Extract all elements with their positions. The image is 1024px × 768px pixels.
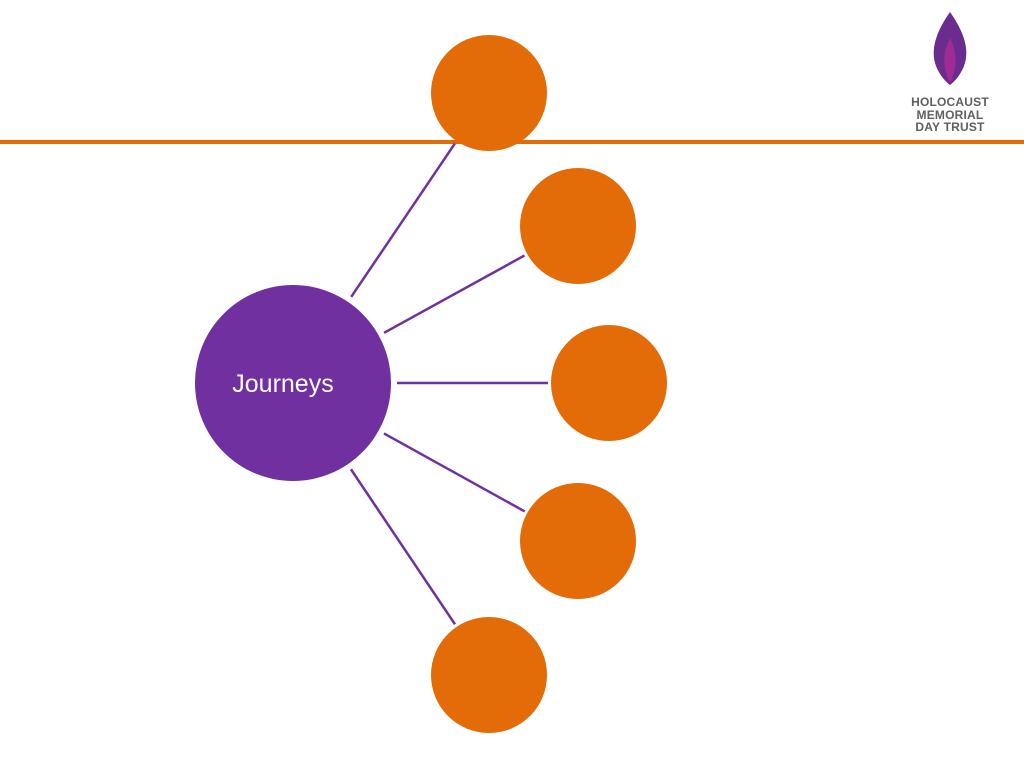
connectors [349, 142, 548, 626]
logo-wordmark: HOLOCAUST MEMORIAL DAY TRUST [896, 96, 1004, 134]
connector-line-5 [349, 468, 457, 626]
candle-flame-icon [933, 12, 967, 85]
satellite-node-5 [431, 617, 547, 733]
satellite-node-1 [431, 35, 547, 151]
satellite-nodes [431, 35, 667, 733]
satellite-node-4 [520, 483, 636, 599]
satellite-node-3 [551, 325, 667, 441]
satellite-node-2 [520, 168, 636, 284]
logo: HOLOCAUST MEMORIAL DAY TRUST [896, 10, 1004, 138]
connector-line-1 [350, 142, 456, 298]
hub-label: Journeys [232, 370, 333, 398]
connector-line-4 [383, 432, 526, 513]
logo-line-1: HOLOCAUST [911, 95, 989, 109]
hub-group: Journeys [195, 285, 391, 481]
hub-node [195, 285, 391, 481]
logo-line-2: MEMORIAL [916, 107, 984, 122]
connector-line-2 [383, 254, 526, 334]
logo-line-3: DAY TRUST [915, 120, 985, 134]
